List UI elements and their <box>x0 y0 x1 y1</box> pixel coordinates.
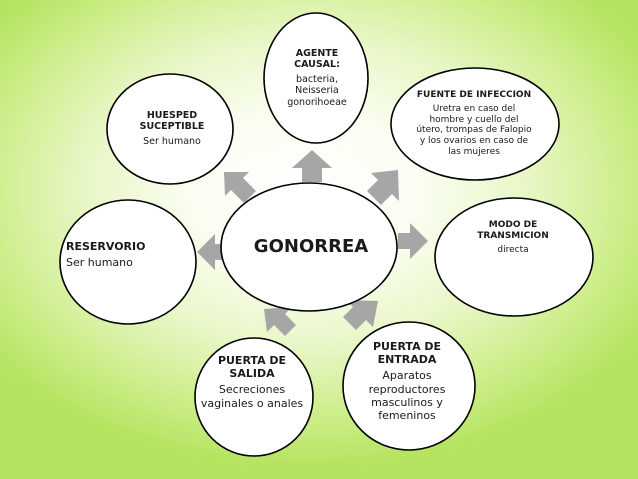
arrows <box>197 150 428 336</box>
puerta-entrada-text: PUERTA DE ENTRADA Aparatos reproductores… <box>352 340 462 422</box>
modo-transmicion-body: directa <box>497 244 529 255</box>
huesped-suceptible-title: HUESPED SUCEPTIBLE <box>139 110 205 133</box>
arrow-down-left-icon <box>264 307 296 336</box>
fuente-infeccion-title: FUENTE DE INFECCION <box>416 90 532 100</box>
arrow-right-icon <box>398 223 428 259</box>
puerta-salida-text: PUERTA DE SALIDA Secreciones vaginales o… <box>200 354 304 410</box>
reservorio-title: RESERVORIO <box>66 240 146 253</box>
modo-transmicion-text: MODO DE TRANSMICION directa <box>466 220 560 255</box>
node-puerta-salida <box>194 337 314 457</box>
arrow-up-icon <box>292 150 332 182</box>
puerta-salida-body: Secreciones vaginales o anales <box>200 383 304 410</box>
arrow-up-left-icon <box>224 172 256 203</box>
node-reservorio <box>59 199 197 325</box>
arrow-left-icon <box>197 234 228 270</box>
huesped-suceptible-body: Ser humano <box>143 135 201 147</box>
center-label: GONORREA <box>253 236 369 257</box>
puerta-entrada-body: Aparatos reproductores masculinos y feme… <box>368 369 446 422</box>
huesped-suceptible-text: HUESPED SUCEPTIBLE Ser humano <box>130 110 214 147</box>
agente-causal-text: AGENTE CAUSAL: bacteria, Neisseria gonor… <box>274 48 360 108</box>
arrow-down-right-icon <box>343 300 378 330</box>
reservorio-body: Ser humano <box>66 256 133 270</box>
puerta-salida-title: PUERTA DE SALIDA <box>217 354 287 381</box>
node-modo-transmicion <box>434 197 594 317</box>
node-center-gonorrea <box>220 182 398 312</box>
fuente-infeccion-body: Uretra en caso del hombre y cuello del ú… <box>416 103 532 157</box>
agente-causal-title: AGENTE CAUSAL: <box>294 48 340 71</box>
fuente-infeccion-text: FUENTE DE INFECCION Uretra en caso del h… <box>416 90 532 158</box>
agente-causal-body: bacteria, Neisseria gonorihoeae <box>287 73 347 108</box>
node-fuente-infeccion <box>390 67 560 181</box>
arrow-up-right-icon <box>367 170 399 205</box>
modo-transmicion-title: MODO DE TRANSMICION <box>477 220 549 241</box>
node-agente-causal <box>263 12 369 144</box>
node-puerta-entrada <box>342 321 476 451</box>
reservorio-text: RESERVORIO Ser humano <box>66 240 166 269</box>
puerta-entrada-title: PUERTA DE ENTRADA <box>372 340 442 367</box>
node-huesped-suceptible <box>106 73 234 185</box>
